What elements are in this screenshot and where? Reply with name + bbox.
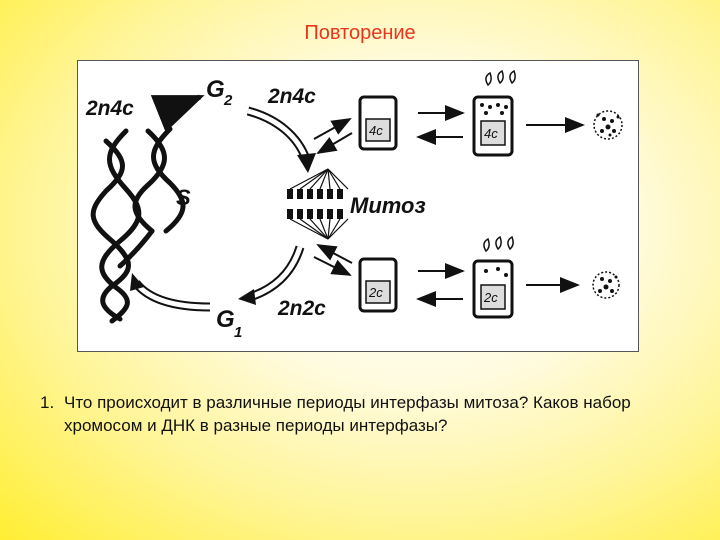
g1-label: G: [216, 306, 235, 333]
top-row-arrows: [313, 105, 585, 155]
cell-cluster-top-icon: [593, 110, 623, 140]
cell-container-top-left: [358, 95, 398, 151]
bottom-row-arrows: [313, 244, 580, 307]
question-text: Что происходит в различные периоды интер…: [64, 393, 631, 435]
droplet-icon: [483, 69, 516, 253]
cell-bottom-right-label: 2c: [483, 290, 498, 305]
g1-subscript: 1: [234, 324, 242, 341]
s-phase-label: S: [176, 185, 191, 210]
mitosis-to-g1-arrow: [248, 245, 305, 302]
cell-cycle-diagram: 2n4c G 2 2n4c S Митоз 2n2c G 1 4c 4c 2c …: [77, 60, 639, 352]
mitosis-ploidy-label: 2n4c: [267, 85, 316, 108]
cell-top-right-label: 4c: [484, 126, 498, 141]
question-number: 1.: [40, 393, 55, 412]
cell-bottom-left-label: 2c: [368, 285, 383, 300]
slide-title: Повторение: [304, 22, 416, 44]
cell-container-bottom-left: [358, 257, 398, 313]
chromosome-row-icon: [287, 189, 343, 219]
g2-subscript: 2: [223, 92, 233, 109]
cycle-arrows: [130, 94, 316, 312]
cell-top-left-label: 4c: [369, 123, 383, 138]
cell-container-top-right: [472, 95, 514, 157]
g2-to-mitosis-arrow: [246, 106, 311, 161]
s-to-g2-arrow: [150, 94, 205, 133]
g2-ploidy-label: 2n4c: [85, 97, 134, 120]
g1-ploidy-label: 2n2c: [277, 297, 326, 320]
mitosis-label: Митоз: [350, 193, 426, 218]
cell-container-bottom-right: [472, 259, 514, 319]
dna-helix-icon: [90, 126, 186, 324]
spindle-icon: [289, 168, 349, 240]
g2-label: G: [206, 76, 225, 103]
cell-cluster-bottom-icon: [592, 271, 620, 299]
